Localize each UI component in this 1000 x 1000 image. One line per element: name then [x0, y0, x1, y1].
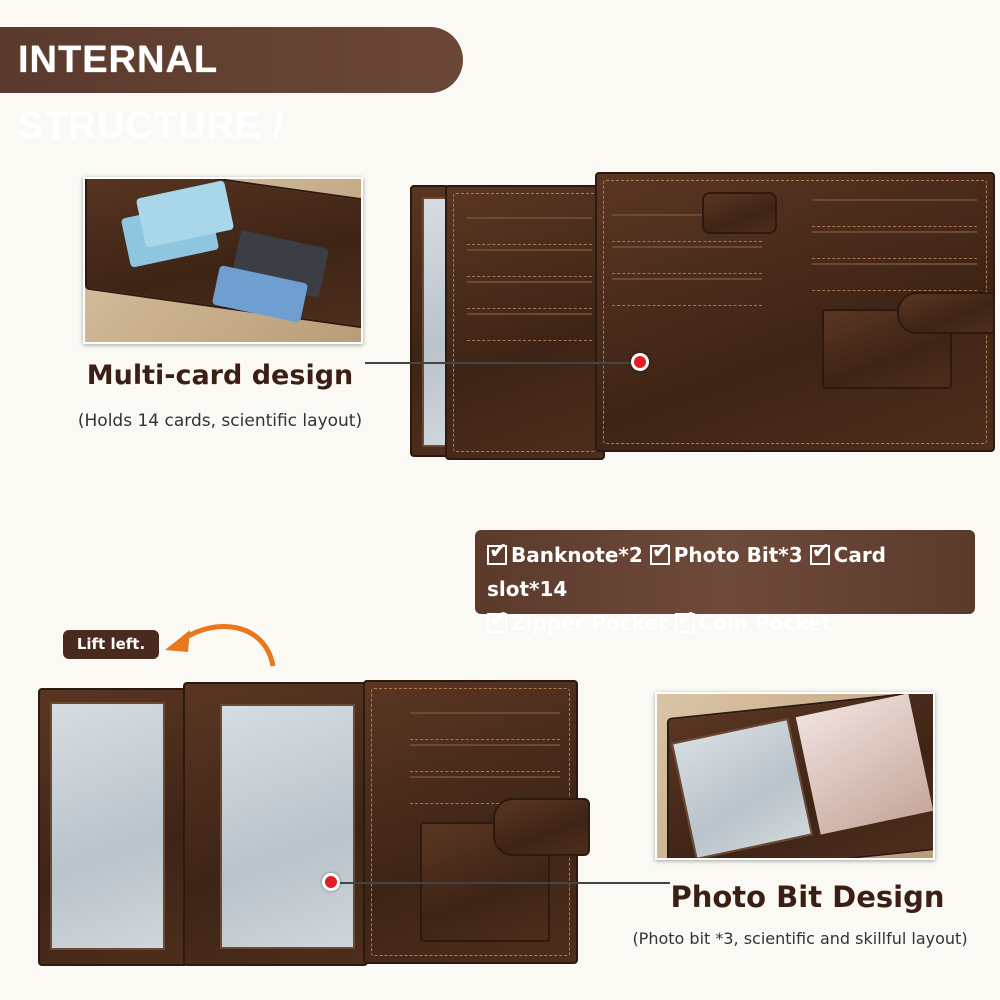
- lift-left-badge: Lift left.: [63, 630, 159, 659]
- wallet-open-photo-view: [38, 680, 590, 968]
- checkbox-icon: [487, 535, 507, 569]
- feature-banknote: Banknote*2: [511, 543, 643, 567]
- photo-bit-subtitle: (Photo bit *3, scientific and skillful l…: [632, 929, 968, 948]
- features-box: Banknote*2 Photo Bit*3 Card slot*14 Zipp…: [475, 530, 975, 637]
- wallet-open-top-view: [410, 160, 996, 460]
- multi-card-subtitle: (Holds 14 cards, scientific layout): [77, 411, 363, 431]
- checkbox-icon: [809, 535, 830, 569]
- header-title: INTERNAL STRUCTURE /: [18, 39, 285, 147]
- callout-dot: [322, 873, 340, 891]
- section-header: INTERNAL STRUCTURE /: [0, 27, 463, 147]
- checkbox-icon: [649, 535, 670, 569]
- feature-coin-pocket: Coin Pocket: [698, 611, 832, 635]
- feature-photo-bit: Photo Bit*3: [673, 543, 803, 567]
- photo-bit-closeup-photo: [655, 692, 935, 860]
- checkbox-icon: [487, 603, 507, 637]
- callout-dot: [631, 353, 649, 371]
- checkbox-icon: [674, 603, 695, 637]
- callout-line: [340, 882, 670, 884]
- callout-line: [365, 362, 640, 364]
- photo-bit-title: Photo Bit Design: [670, 880, 945, 914]
- feature-card-slot: Card slot*14: [487, 543, 886, 601]
- lift-left-label: Lift left.: [76, 635, 146, 653]
- curved-arrow-icon: [165, 624, 276, 667]
- card-slots-closeup-photo: [83, 177, 363, 344]
- multi-card-title: Multi-card design: [86, 360, 354, 391]
- feature-zipper-pocket: Zipper Pocket: [511, 611, 668, 635]
